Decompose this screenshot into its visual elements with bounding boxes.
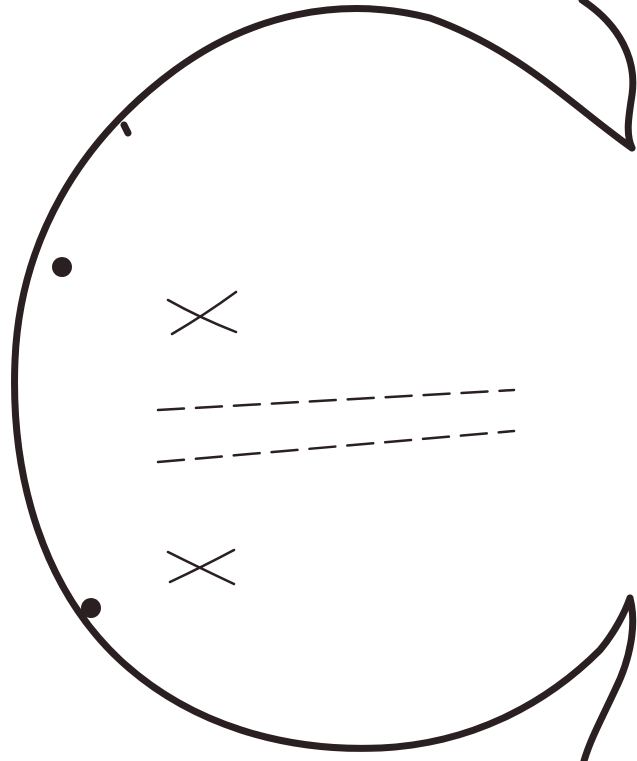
lower-cross-mark <box>168 550 234 584</box>
lower-dot-mark <box>81 598 101 618</box>
lower-flap-outline <box>584 598 633 761</box>
circle-outline <box>15 9 632 749</box>
upper-dot-mark <box>52 257 72 277</box>
lower-dashed-fold-line <box>158 431 514 462</box>
upper-cross-mark <box>168 292 236 334</box>
upper-dashed-fold-line <box>158 390 514 410</box>
outline-tick <box>124 125 128 133</box>
